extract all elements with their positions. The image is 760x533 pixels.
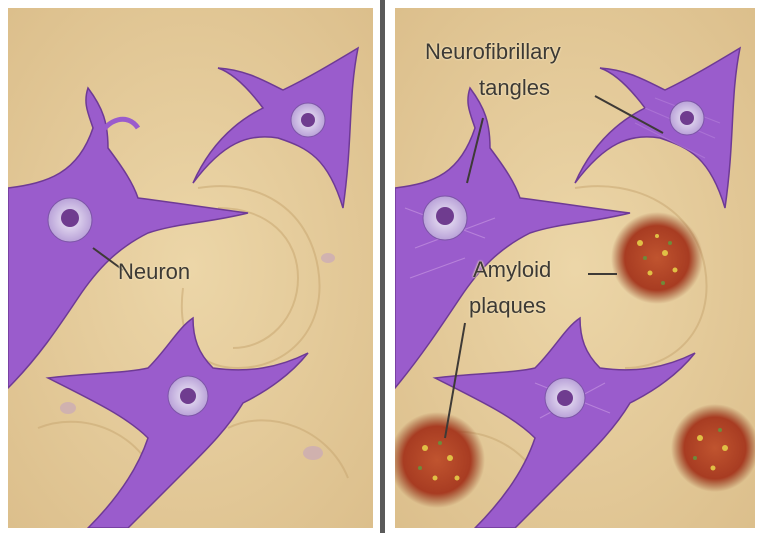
amyloid-plaque-lower-right [671,404,755,492]
tangles-label-line2: tangles [479,76,550,100]
healthy-tissue-illustration [8,8,373,528]
amyloid-plaque-upper [611,212,703,304]
neuron-label: Neuron [118,260,190,284]
panel-divider [380,0,385,533]
diseased-tissue-panel: Neurofibrillary tangles Amyloid plaques [395,8,755,528]
tangles-label-line1: Neurofibrillary [425,40,561,64]
diseased-tissue-illustration [395,8,755,528]
plaques-label-line1: Amyloid [473,258,551,282]
healthy-tissue-panel: Neuron [8,8,373,528]
plaques-label-line2: plaques [469,294,546,318]
